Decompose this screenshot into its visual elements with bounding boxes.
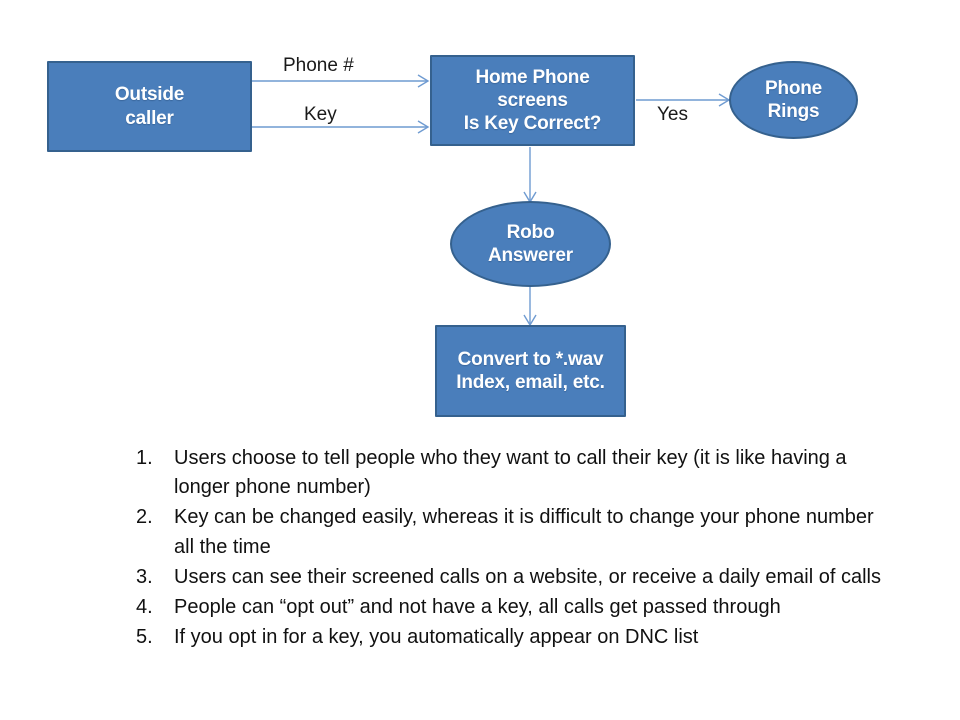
node-home-phone-screens-line-3: Is Key Correct? [463, 113, 602, 135]
list-item-number: 3. [136, 565, 153, 588]
node-convert-to-wav[interactable]: Convert to *.wav Index, email, etc. [435, 325, 626, 417]
node-convert-to-wav-line-1: Convert to *.wav [457, 348, 604, 370]
list-item: 1. Users choose to tell people who they … [136, 444, 896, 502]
notes-list: 1. Users choose to tell people who they … [136, 444, 896, 653]
list-item-number: 5. [136, 626, 153, 649]
node-robo-answerer-line-2: Answerer [488, 245, 573, 266]
node-phone-rings-line-1: Phone [764, 77, 823, 99]
node-home-phone-screens-line-1: Home Phone [475, 66, 590, 88]
list-item: 4. People can “opt out” and not have a k… [136, 593, 896, 622]
connector-to-robo-answerer [523, 147, 537, 204]
connector-key [252, 120, 430, 134]
node-outside-caller-line-2: caller [125, 107, 174, 129]
node-outside-caller-line-1: Outside [114, 84, 185, 106]
list-item: 3. Users can see their screened calls on… [136, 563, 896, 592]
list-item-number: 2. [136, 506, 153, 529]
edge-label-yes: Yes [657, 104, 688, 125]
edge-label-phone-number: Phone # [283, 55, 354, 76]
list-item-text: If you opt in for a key, you automatical… [174, 626, 699, 649]
list-item-number: 4. [136, 595, 153, 618]
list-item: 5. If you opt in for a key, you automati… [136, 623, 896, 652]
edge-label-key: Key [304, 104, 337, 125]
node-convert-to-wav-line-2: Index, email, etc. [456, 372, 605, 393]
node-home-phone-screens-line-2: screens [497, 89, 568, 111]
list-item-text: Users choose to tell people who they wan… [174, 447, 847, 499]
list-item-number: 1. [136, 447, 153, 469]
node-home-phone-screens[interactable]: Home Phone screens Is Key Correct? [430, 55, 635, 146]
list-item: 2. Key can be changed easily, whereas it… [136, 503, 896, 561]
node-phone-rings[interactable]: Phone Rings [729, 61, 858, 139]
connector-phone-number [252, 74, 430, 88]
node-robo-answerer-line-1: Robo [506, 221, 555, 243]
list-item-text: People can “opt out” and not have a key,… [174, 595, 781, 618]
list-item-text: Users can see their screened calls on a … [174, 565, 881, 588]
notes-ordered-list: 1. Users choose to tell people who they … [136, 444, 896, 652]
node-phone-rings-line-2: Rings [767, 101, 820, 122]
connector-to-convert [523, 286, 537, 327]
node-robo-answerer[interactable]: Robo Answerer [450, 201, 611, 287]
list-item-text: Key can be changed easily, whereas it is… [174, 506, 874, 558]
node-outside-caller[interactable]: Outside caller [47, 61, 252, 152]
